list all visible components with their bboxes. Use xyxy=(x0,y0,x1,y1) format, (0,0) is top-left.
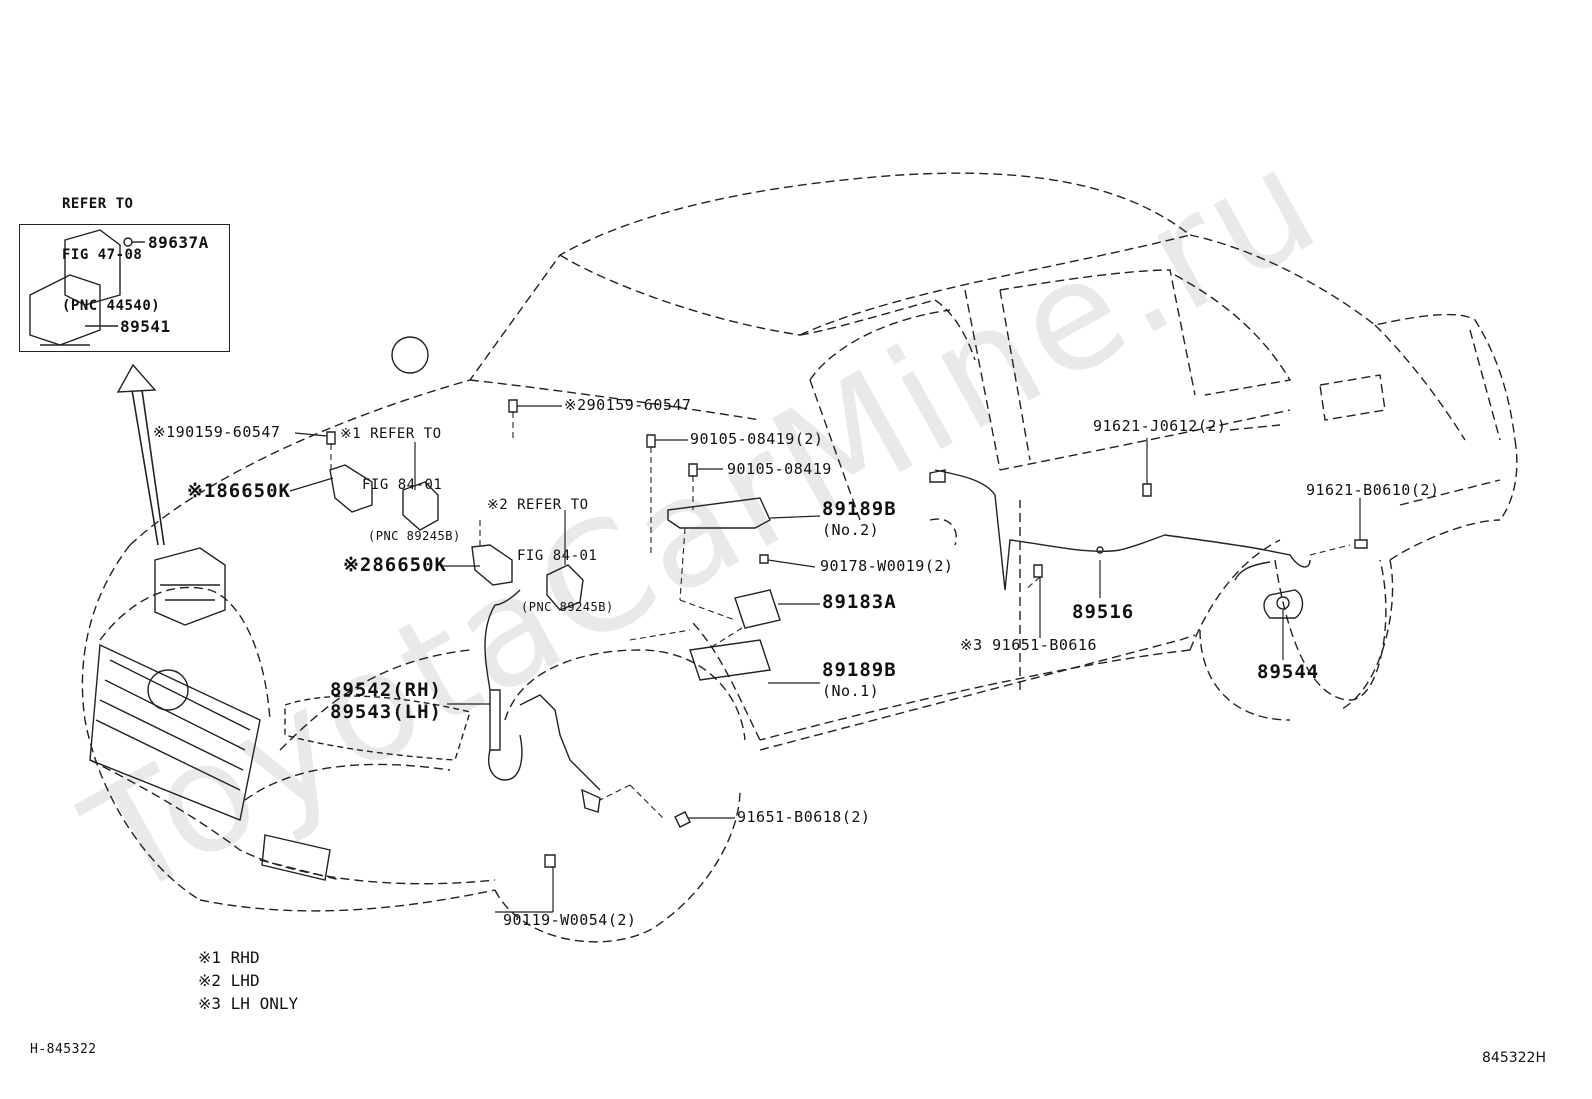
legend: ※1 RHD ※2 LHD ※3 LH ONLY xyxy=(198,946,298,1015)
figure-id-left: H-845322 xyxy=(30,1042,97,1057)
ref2-line3: (PNC 89245B) xyxy=(521,600,614,614)
ref2-line2: FIG 84-01 xyxy=(517,548,598,564)
part-89516: 89516 xyxy=(1072,601,1135,623)
part-89544: 89544 xyxy=(1257,661,1320,683)
part-89189b-no2: 89189B xyxy=(822,498,897,520)
inset-refer-line3: (PNC 44540) xyxy=(62,298,161,314)
part-86650k-rhd: ※186650K xyxy=(187,482,291,501)
part-89189b-no1-sub: (No.1) xyxy=(822,682,880,700)
inset-refer-line1: REFER TO xyxy=(62,196,134,212)
part-89542-rh: 89542(RH) xyxy=(330,679,442,701)
part-89189b-no1: 89189B xyxy=(822,659,897,681)
inset-refer-line2: FIG 47-08 xyxy=(62,247,143,263)
ref1-note: ※1 REFER TO FIG 84-01 (PNC 89245B) xyxy=(340,392,461,579)
part-86650k-lhd: ※286650K xyxy=(343,556,447,575)
figure-id-right: 845322H xyxy=(1482,1050,1546,1066)
inset-actuator-drawing xyxy=(29,229,145,346)
part-91621-j0612: 91621-J0612(2) xyxy=(1093,417,1227,435)
part-89541-label: 89541 xyxy=(120,317,171,336)
ref2-line1: ※2 REFER TO xyxy=(487,497,589,513)
inset-box xyxy=(19,224,230,352)
legend-lhd: ※2 LHD xyxy=(198,971,260,990)
part-90178-w0019: 90178-W0019(2) xyxy=(820,557,954,575)
part-89637a-label: 89637A xyxy=(148,233,209,252)
sensors xyxy=(329,464,1311,813)
part-90105-08419: 90105-08419 xyxy=(727,460,832,478)
ref1-line3: (PNC 89245B) xyxy=(368,529,461,543)
mark-1: ※1 xyxy=(187,480,217,502)
part-90119-w0054: 90119-W0054(2) xyxy=(503,911,637,929)
ref1-mark: ※1 xyxy=(340,426,362,442)
part-89189b-no2-sub: (No.2) xyxy=(822,521,880,539)
legend-lh-only: ※3 LH ONLY xyxy=(198,994,299,1013)
bolts xyxy=(326,399,1368,868)
part-91651-b0616: ※3 91651-B0616 xyxy=(960,638,1097,653)
mark-3: ※3 xyxy=(960,636,983,654)
inset-refer-text: REFER TO FIG 47-08 (PNC 44540) xyxy=(62,162,160,349)
ref2-note: ※2 REFER TO FIG 84-01 (PNC 89245B) xyxy=(487,463,614,650)
leader-lines xyxy=(85,241,1361,913)
ref1-line2: FIG 84-01 xyxy=(362,477,443,493)
abs-unit xyxy=(154,547,226,626)
part-89183a: 89183A xyxy=(822,591,897,613)
part-90105-08419-2: 90105-08419(2) xyxy=(690,430,824,448)
car-solid-details xyxy=(89,336,471,881)
part-91621-b0610: 91621-B0610(2) xyxy=(1306,481,1440,499)
dashed-leaders xyxy=(330,412,1351,821)
part-86650k-lhd-number: 86650K xyxy=(372,554,447,576)
car-body-outline xyxy=(81,172,1518,943)
part-86650k-rhd-number: 86650K xyxy=(216,480,291,502)
part-91651-b0618: 91651-B0618(2) xyxy=(737,808,871,826)
mark-2: ※2 xyxy=(343,554,373,576)
arrow-to-inset xyxy=(116,363,165,546)
part-89543-lh: 89543(LH) xyxy=(330,701,442,723)
ref1-line1: REFER TO xyxy=(370,426,442,442)
legend-rhd: ※1 RHD xyxy=(198,948,260,967)
part-91651-b0616-number: 91651-B0616 xyxy=(992,636,1097,654)
part-90159-60547-lhd: ※290159-60547 xyxy=(564,396,692,414)
part-90159-60547-rhd: ※190159-60547 xyxy=(153,423,281,441)
